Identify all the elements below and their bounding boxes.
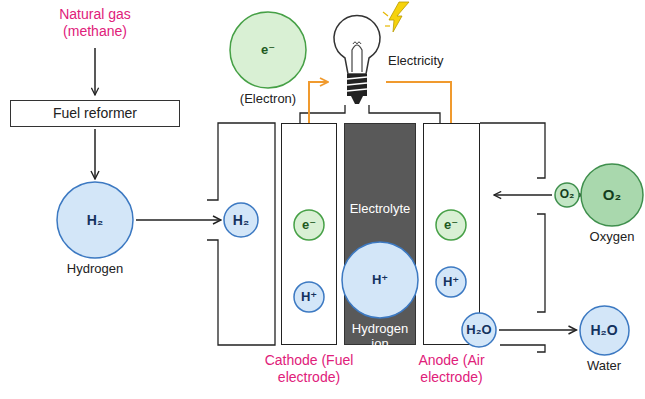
node-label: Electrolyte (345, 202, 415, 217)
air-chamber (480, 123, 545, 178)
particle-symbol: H⁺ (372, 273, 388, 288)
hydrogen-molecule: H₂ (223, 202, 259, 238)
process-box: Fuel reformer (10, 100, 180, 127)
electron-particle: e⁻(Electron) (229, 11, 307, 89)
circuit-wire (300, 105, 345, 123)
electron-particle: e⁻ (293, 209, 325, 241)
flow-arrow (499, 329, 577, 331)
particle-symbol: H₂O (590, 322, 617, 338)
circuit-wire (369, 105, 440, 123)
light-bulb: Electricity (330, 12, 384, 106)
particle-symbol: e⁻ (261, 43, 275, 58)
fuel-chamber (207, 123, 275, 345)
particle-symbol: e⁻ (302, 218, 316, 233)
hydrogen-ion: H⁺ (435, 266, 467, 298)
oxygen-molecule: O₂Oxygen (580, 163, 644, 227)
particle-caption: (Electron) (240, 92, 296, 107)
electrode-caption: Anode (Air electrode) (396, 352, 508, 386)
flow-arrow (136, 219, 221, 221)
electrode-caption: Cathode (Fuel electrode) (253, 352, 365, 386)
particle-caption: Oxygen (590, 230, 635, 245)
electron-particle: e⁻ (435, 209, 467, 241)
particle-symbol: H⁺ (443, 275, 459, 290)
particle-caption: Water (587, 359, 621, 374)
flow-arrow (94, 129, 96, 179)
particle-symbol: O₂ (603, 186, 621, 203)
particle-caption: Hydrogen ion (345, 322, 415, 352)
air-chamber (500, 345, 545, 352)
hydrogen-molecule: H₂Hydrogen (56, 181, 134, 259)
particle-caption: Hydrogen (67, 262, 123, 277)
hydrogen-ion: H⁺ (293, 281, 325, 313)
particle-symbol: O₂ (560, 188, 575, 202)
anode-electrode: Anode (Air electrode)e⁻H⁺H₂O (423, 123, 480, 345)
hydrogen-ion: H⁺Hydrogen ion (341, 241, 419, 319)
source-label: Natural gas (methane) (40, 6, 150, 40)
particle-symbol: H₂ (233, 212, 249, 228)
particle-symbol: e⁻ (444, 218, 458, 233)
cathode-electrode: Cathode (Fuel electrode)e⁻H⁺ (281, 123, 337, 345)
light-ray (383, 12, 388, 16)
light-ray (385, 25, 390, 26)
electrolyte-layer: ElectrolyteH⁺Hydrogen ion (344, 123, 416, 345)
particle-symbol: H₂ (87, 212, 103, 228)
bulb-caption: Electricity (388, 54, 444, 69)
water-molecule: H₂O (461, 312, 497, 348)
flow-arrow (494, 194, 552, 196)
flow-arrow (94, 48, 96, 95)
lightning-bolt (389, 2, 409, 32)
node-label: Fuel reformer (53, 105, 137, 121)
oxygen-molecule: O₂ (554, 182, 580, 208)
air-chamber (537, 214, 545, 312)
bulb-shape (330, 12, 384, 106)
particle-symbol: H₂O (466, 323, 491, 338)
particle-symbol: H⁺ (301, 290, 317, 305)
water-molecule: H₂OWater (579, 305, 630, 356)
